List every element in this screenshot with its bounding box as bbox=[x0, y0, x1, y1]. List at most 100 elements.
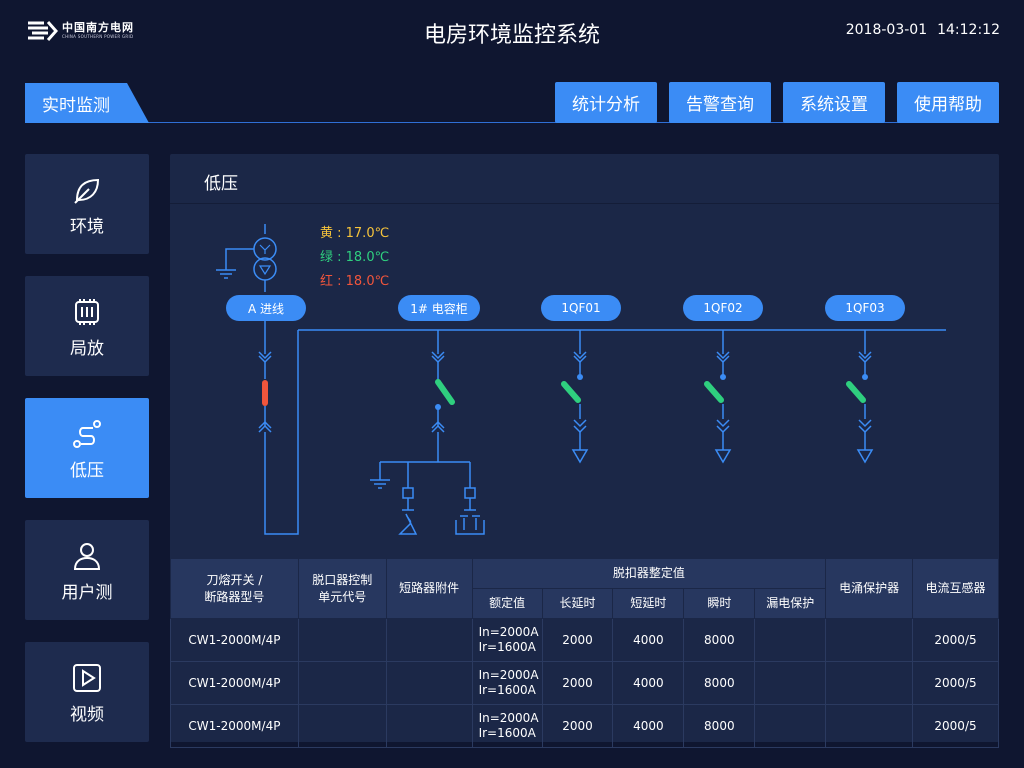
col-release-settings: 脱扣器整定值 bbox=[471, 558, 827, 589]
route-icon bbox=[73, 419, 101, 448]
panel-header: 低压 bbox=[170, 154, 999, 204]
leaf-icon bbox=[74, 178, 100, 204]
sidebar-item-label: 环境 bbox=[70, 216, 104, 237]
cell-unit bbox=[297, 661, 387, 705]
col-accessory: 短路器附件 bbox=[385, 558, 473, 619]
cell-long: 2000 bbox=[541, 661, 614, 705]
cell-surge bbox=[825, 618, 914, 662]
app-title: 电房环境监控系统 bbox=[423, 23, 600, 48]
sidebar-item-label: 视频 bbox=[70, 704, 104, 725]
breaker-spec-table: 刀熔开关 / 断路器型号 脱口器控制单元代号 短路器附件 脱扣器整定值 电涌保护器… bbox=[170, 558, 999, 748]
cell-surge bbox=[825, 661, 914, 705]
cell-short: 4000 bbox=[612, 661, 685, 705]
header-text: 刀熔开关 / bbox=[206, 572, 263, 587]
breaker-closed-icon bbox=[704, 381, 724, 403]
nav-settings-button[interactable]: 系统设置 bbox=[783, 82, 885, 123]
cell-long: 2000 bbox=[541, 618, 614, 662]
bus-label-incoming[interactable]: A 进线 bbox=[226, 295, 306, 321]
temperature-green: 绿 : 18.0℃ bbox=[320, 250, 390, 265]
panel-title: 低压 bbox=[204, 174, 238, 194]
feeder-1qf01 bbox=[561, 330, 589, 464]
rated-in: In=2000A bbox=[478, 625, 539, 639]
nav-alarm-button[interactable]: 告警查询 bbox=[669, 82, 771, 123]
tab-realtime[interactable]: 实时监测 bbox=[25, 83, 149, 123]
col-ct: 电流互感器 bbox=[912, 558, 999, 619]
date-text: 2018-03-01 bbox=[845, 22, 928, 38]
sidebar-item-user-side[interactable]: 用户测 bbox=[25, 520, 149, 620]
cell-leak bbox=[754, 661, 827, 705]
col-surge: 电涌保护器 bbox=[825, 558, 914, 619]
breaker-closed-icon bbox=[846, 381, 866, 403]
user-icon bbox=[73, 542, 101, 570]
sidebar-item-label: 低压 bbox=[70, 460, 104, 481]
cell-ct: 2000/5 bbox=[912, 704, 999, 748]
temperature-red: 红 : 18.0℃ bbox=[320, 274, 390, 289]
col-switch-model: 刀熔开关 / 断路器型号 bbox=[170, 558, 299, 619]
rated-ir: Ir=1600A bbox=[478, 640, 536, 654]
col-release-unit: 脱口器控制单元代号 bbox=[297, 558, 387, 619]
transformer-icon bbox=[216, 224, 277, 292]
sidebar-item-video[interactable]: 视频 bbox=[25, 642, 149, 742]
cell-surge bbox=[825, 704, 914, 748]
sidebar-item-label: 用户测 bbox=[61, 582, 113, 603]
bus-label-1qf02[interactable]: 1QF02 bbox=[683, 295, 763, 321]
incoming-return-line bbox=[264, 330, 299, 535]
col-rated: 额定值 bbox=[471, 588, 543, 619]
header-text: 单元代号 bbox=[318, 589, 367, 604]
low-voltage-panel: 低压 bbox=[170, 154, 999, 748]
cell-leak bbox=[754, 618, 827, 662]
col-long-delay: 长延时 bbox=[541, 588, 614, 619]
top-nav: 统计分析 告警查询 系统设置 使用帮助 bbox=[543, 82, 999, 123]
cell-short: 4000 bbox=[612, 704, 685, 748]
rated-ir: Ir=1600A bbox=[478, 683, 536, 697]
col-leakage: 漏电保护 bbox=[754, 588, 827, 619]
bus-label-1qf03[interactable]: 1QF03 bbox=[825, 295, 905, 321]
sidebar-item-environment[interactable]: 环境 bbox=[25, 154, 149, 254]
cell-accessory bbox=[385, 618, 473, 662]
rated-in: In=2000A bbox=[478, 668, 539, 682]
header-text: 脱口器控制 bbox=[312, 572, 373, 587]
time-text: 14:12:12 bbox=[937, 22, 1000, 38]
temperature-yellow: 黄 : 17.0℃ bbox=[320, 226, 390, 241]
cell-short: 4000 bbox=[612, 618, 685, 662]
feeder-1qf02 bbox=[704, 330, 732, 464]
cell-model: CW1-2000M/4P bbox=[170, 704, 299, 748]
logo: 中国南方电网 CHINA SOUTHERN POWER GRID bbox=[26, 20, 134, 42]
cell-ct: 2000/5 bbox=[912, 661, 999, 705]
bus-label-capacitor[interactable]: 1# 电容柜 bbox=[398, 295, 480, 321]
breaker-closed-icon bbox=[561, 381, 581, 403]
sidebar-item-label: 局放 bbox=[70, 338, 104, 359]
cell-instant: 8000 bbox=[683, 704, 756, 748]
chip-icon bbox=[75, 298, 99, 325]
header: 中国南方电网 CHINA SOUTHERN POWER GRID 电房环境监控系… bbox=[0, 0, 1024, 64]
rated-in: In=2000A bbox=[478, 711, 539, 725]
cell-accessory bbox=[385, 704, 473, 748]
sidebar-item-partial-discharge[interactable]: 局放 bbox=[25, 276, 149, 376]
nav-help-button[interactable]: 使用帮助 bbox=[897, 82, 999, 123]
logo-subtext: CHINA SOUTHERN POWER GRID bbox=[62, 34, 134, 39]
breaker-closed-icon bbox=[435, 379, 455, 405]
cell-instant: 8000 bbox=[683, 661, 756, 705]
cell-instant: 8000 bbox=[683, 618, 756, 662]
datetime: 2018-03-01 14:12:12 bbox=[846, 22, 1000, 38]
cell-model: CW1-2000M/4P bbox=[170, 661, 299, 705]
capacitor-feeder bbox=[370, 330, 485, 535]
feeder-1qf03 bbox=[846, 330, 874, 464]
header-text: 断路器型号 bbox=[204, 589, 265, 604]
nav-statistics-button[interactable]: 统计分析 bbox=[555, 82, 657, 123]
cell-model: CW1-2000M/4P bbox=[170, 618, 299, 662]
cell-long: 2000 bbox=[541, 704, 614, 748]
single-line-diagram: 黄 : 17.0℃ 绿 : 18.0℃ 红 : 18.0℃ A 进线 1# 电容… bbox=[170, 204, 999, 558]
logo-text: 中国南方电网 bbox=[62, 21, 134, 34]
play-icon bbox=[73, 663, 101, 692]
col-short-delay: 短延时 bbox=[612, 588, 685, 619]
sidebar-item-low-voltage[interactable]: 低压 bbox=[25, 398, 149, 498]
cell-leak bbox=[754, 704, 827, 748]
cell-unit bbox=[297, 704, 387, 748]
cell-ct: 2000/5 bbox=[912, 618, 999, 662]
bus-label-1qf01[interactable]: 1QF01 bbox=[541, 295, 621, 321]
